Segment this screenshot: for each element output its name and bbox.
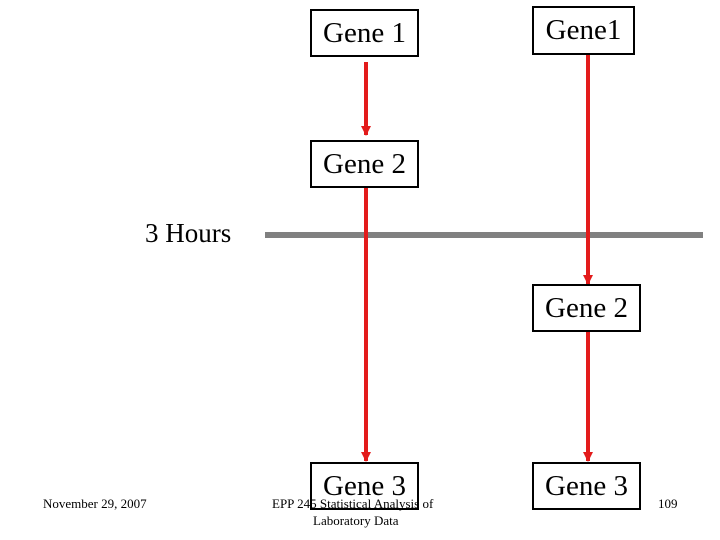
right-gene2-box: Gene 2 xyxy=(532,284,641,332)
left-gene1-box: Gene 1 xyxy=(310,9,419,57)
footer-course-line2: Laboratory Data xyxy=(313,513,399,528)
right-gene3-box: Gene 3 xyxy=(532,462,641,510)
footer-page-number: 109 xyxy=(658,496,678,511)
right-gene1-box: Gene1 xyxy=(532,6,635,55)
footer-course-line1: EPP 245 Statistical Analysis of xyxy=(272,496,434,511)
left-gene2-box: Gene 2 xyxy=(310,140,419,188)
timeline-label: 3 Hours xyxy=(145,218,232,248)
left-gene3-box: Gene 3 xyxy=(310,462,419,510)
footer-date: November 29, 2007 xyxy=(43,496,147,511)
